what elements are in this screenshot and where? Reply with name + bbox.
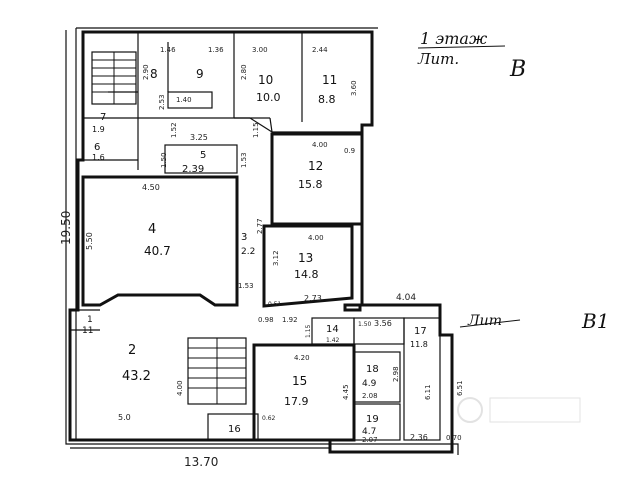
annex-width-label: 4.04 (396, 293, 416, 303)
room-11-area: 8.8 (318, 93, 336, 106)
room-2-area: 43.2 (122, 369, 151, 384)
room-15-number: 15 (292, 374, 307, 388)
dim-label: 1.50 (160, 152, 168, 168)
room-1-area: 11 (82, 326, 93, 336)
dim-label: 2.80 (240, 64, 248, 80)
annex-title-block: Лит В1 (459, 309, 609, 333)
dim-label: 5.50 (85, 232, 94, 250)
overall-dimensions: 19.50 13.70 4.04 (59, 30, 416, 469)
outer-wall-inner-line (65, 27, 459, 455)
total-width-label: 13.70 (184, 455, 218, 469)
dim-label: 6.51 (456, 380, 464, 396)
room-5-area: 2.39 (182, 164, 204, 175)
room-9-number: 9 (196, 67, 204, 81)
annex-lit-label: Лит (467, 313, 502, 329)
room-7-area: 1.9 (92, 125, 105, 134)
dim-label: 4.00 (176, 380, 184, 396)
room-4-number: 4 (148, 222, 156, 237)
room-4-area: 40.7 (144, 244, 171, 258)
dim-label: 0.9 (344, 147, 355, 155)
dim-label: 1.52 (170, 122, 178, 138)
dim-label: 3.25 (190, 133, 208, 142)
dim-label: 6.11 (424, 384, 432, 400)
dim-label: 0.98 (258, 316, 274, 324)
room-12-area: 15.8 (298, 178, 323, 191)
dim-label: 2.73 (304, 294, 322, 303)
dim-label: 4.20 (294, 354, 310, 362)
room-7-number: 7 (100, 112, 106, 123)
dim-label: 4.50 (142, 183, 160, 192)
floor-title-block: 1 этаж Лит. В (417, 29, 526, 82)
room-3-area: 2.2 (241, 247, 255, 257)
dim-label: 2.98 (392, 366, 400, 382)
annex-underline (459, 319, 521, 328)
dim-label: 2.53 (158, 94, 166, 110)
room-18-number: 18 (366, 364, 379, 375)
dim-label: 4.45 (342, 384, 350, 400)
dim-label: 1.46 (160, 46, 176, 54)
room-2-number: 2 (128, 343, 136, 358)
staircase-bottom (188, 338, 246, 404)
dim-label: 3.12 (272, 250, 280, 266)
room-6-area: 1.6 (92, 153, 105, 162)
room-5-number: 5 (200, 150, 206, 161)
dim-label: 4.00 (312, 141, 328, 149)
staircase-top (91, 51, 137, 105)
total-height-label: 19.50 (59, 211, 73, 245)
watermark-logo (457, 397, 581, 423)
floor-label: 1 этаж (420, 29, 488, 48)
room-19-area: 4.7 (362, 427, 376, 437)
dim-label: 1.50 (358, 321, 372, 328)
room-10-number: 10 (258, 73, 273, 87)
dim-label: 0.51 (268, 301, 282, 308)
room-19-number: 19 (366, 414, 379, 425)
room-16-number: 16 (228, 424, 241, 435)
dim-label: 2.08 (362, 392, 378, 400)
room-labels: 1 11 2 43.2 3 2.2 4 40.7 5 2.39 6 1.6 7 … (82, 67, 428, 437)
dim-label: 5.0 (118, 413, 131, 422)
dim-label: 1.15 (305, 324, 312, 338)
windows (69, 31, 453, 441)
dim-label: 1.53 (238, 282, 254, 290)
dim-label: 2.36 (410, 433, 428, 442)
measurement-labels: 1.46 1.36 3.00 2.44 2.90 2.80 3.60 2.53 … (85, 46, 464, 444)
room-14-number: 14 (326, 324, 339, 335)
dim-label: 1.92 (282, 316, 298, 324)
dim-label: 0.62 (262, 415, 276, 422)
room-3-number: 3 (241, 232, 247, 243)
dim-label: 0.70 (446, 434, 462, 442)
room-15-area: 17.9 (284, 395, 309, 408)
room-13-number: 13 (298, 251, 313, 265)
dim-label: 2.07 (362, 436, 378, 444)
dim-label: 2.90 (142, 64, 150, 80)
dim-label: 3.60 (350, 80, 358, 96)
dim-label: 2.77 (256, 218, 264, 234)
dim-label: 1.15 (252, 122, 260, 138)
building-letter: В (509, 57, 526, 82)
room-8-number: 8 (150, 67, 158, 81)
room-17-number: 17 (414, 326, 427, 337)
floor-underline (417, 45, 506, 49)
lit-label: Лит. (417, 50, 459, 68)
dim-label: 1.53 (240, 152, 248, 168)
dim-label: 3.56 (374, 319, 392, 328)
dim-label: 4.00 (308, 234, 324, 242)
room-6-number: 6 (94, 142, 100, 153)
dim-label: 3.00 (252, 46, 268, 54)
room-17-area: 11.8 (410, 340, 428, 349)
dim-label: 1.40 (176, 96, 192, 104)
room-10-area: 10.0 (256, 91, 281, 104)
dim-label: 2.44 (312, 46, 328, 54)
dim-label: 1.42 (326, 337, 340, 344)
room-13-area: 14.8 (294, 268, 319, 281)
dim-label: 1.36 (208, 46, 224, 54)
room-18-area: 4.9 (362, 379, 377, 389)
room-12-number: 12 (308, 159, 323, 173)
room-1-number: 1 (87, 315, 93, 325)
room-11-number: 11 (322, 73, 337, 87)
annex-building-letter: В1 (581, 309, 609, 333)
